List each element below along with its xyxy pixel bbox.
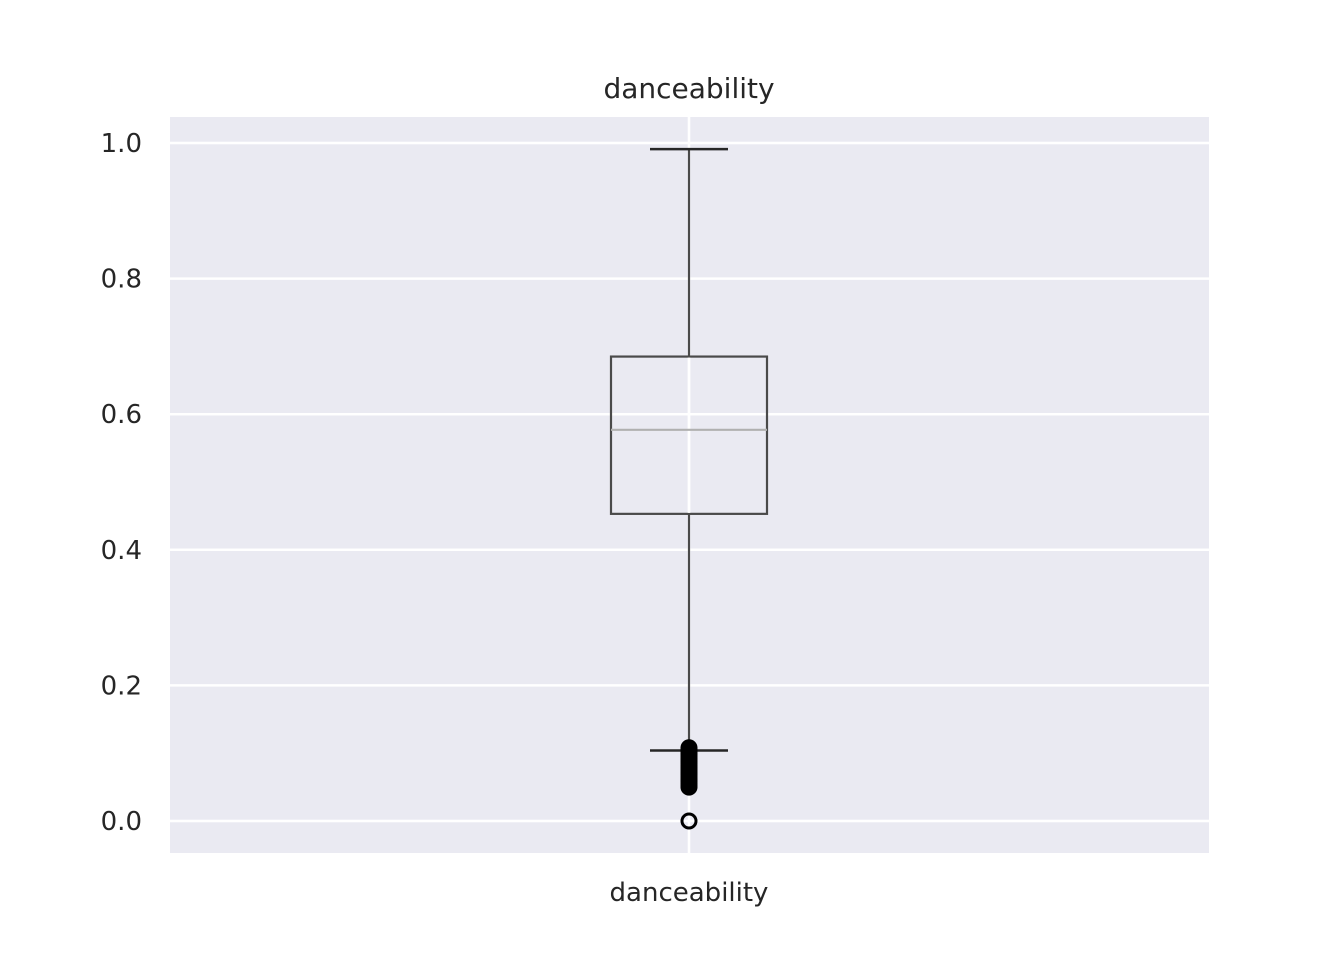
outlier-point — [680, 778, 698, 796]
y-tick-label: 0.4 — [101, 536, 142, 566]
y-tick-label: 0.8 — [101, 265, 142, 295]
y-tick-label: 0.0 — [101, 807, 142, 837]
x-tick-label: danceability — [610, 878, 769, 908]
iqr-box — [609, 355, 769, 515]
y-tick-label: 0.2 — [101, 671, 142, 701]
y-tick-label: 0.6 — [101, 400, 142, 430]
y-tick-label: 1.0 — [101, 129, 142, 159]
outlier-point — [680, 812, 698, 830]
outlier-points — [680, 739, 698, 830]
chart-title: danceability — [603, 72, 774, 105]
y-axis-ticks: 0.0 0.2 0.4 0.6 0.8 1.0 — [101, 129, 142, 837]
